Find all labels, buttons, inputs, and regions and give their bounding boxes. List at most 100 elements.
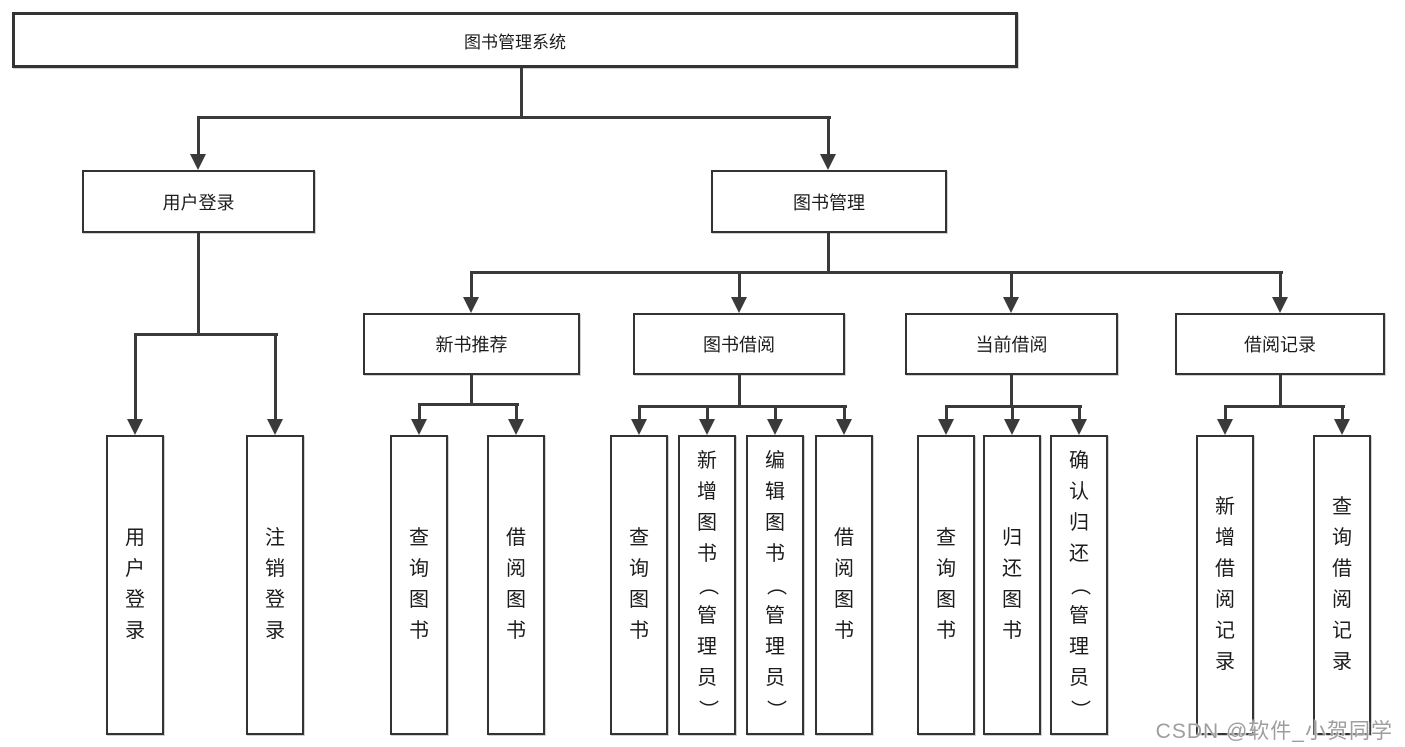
vertical-label-char: 书 — [409, 620, 429, 642]
vertical-label-char: 理 — [1069, 635, 1089, 658]
vertical-label-char: 查 — [936, 527, 956, 549]
vertical-label-char: 员 — [1069, 666, 1089, 689]
connector-book-borrow-hline — [638, 405, 847, 408]
connector-leaf-drop — [274, 335, 277, 421]
vertical-label-char: 阅 — [1215, 589, 1235, 611]
vertical-label-char: 询 — [936, 558, 956, 580]
vertical-label-char: 录 — [1215, 651, 1235, 673]
leaf-add-borrow-record: 新增借阅记录 — [1196, 435, 1254, 735]
arrow-down-icon — [411, 419, 427, 435]
vertical-label-char: 借 — [506, 527, 526, 549]
vertical-label-char: 记 — [1332, 620, 1352, 642]
node-book-borrow-label: 图书借阅 — [703, 335, 775, 355]
vertical-label-char: 确 — [1069, 449, 1089, 472]
vertical-label-char: 图 — [697, 511, 717, 534]
vertical-label-char: 书 — [506, 620, 526, 642]
vertical-label-char: 借 — [834, 527, 854, 549]
arrow-down-icon — [631, 419, 647, 435]
node-book-mgmt-label: 图书管理 — [793, 192, 865, 213]
vertical-label-char: 图 — [765, 511, 785, 534]
vertical-label-char: 登 — [125, 589, 145, 611]
vertical-label-char: 书 — [936, 620, 956, 642]
vertical-label-char: 辑 — [765, 480, 785, 503]
leaf-query-books: 查询图书 — [610, 435, 668, 735]
leaf-borrow-books: 借阅图书 — [815, 435, 873, 735]
node-root-system-label: 图书管理系统 — [464, 32, 566, 52]
connector-new-book-rec-hline — [418, 403, 519, 406]
vertical-label-char: 书 — [629, 620, 649, 642]
connector-leaf-drop — [638, 407, 641, 421]
vertical-label-char: （ — [696, 575, 719, 595]
vertical-label-char: 记 — [1215, 620, 1235, 642]
connector-section-drop — [1279, 273, 1282, 299]
node-root-system: 图书管理系统 — [12, 12, 1018, 68]
connector-leaf-drop — [1011, 407, 1014, 421]
arrow-down-icon — [508, 419, 524, 435]
arrow-down-icon — [1071, 419, 1087, 435]
leaf-borrow-books: 借阅图书 — [487, 435, 545, 735]
arrow-down-icon — [767, 419, 783, 435]
node-user-login-label: 用户登录 — [162, 192, 235, 213]
vertical-label-char: 借 — [1215, 558, 1235, 580]
vertical-label-char: 录 — [1332, 651, 1352, 673]
connector-user-login-stem — [197, 233, 200, 335]
vertical-label-char: 书 — [765, 542, 785, 565]
vertical-label-char: 图 — [629, 589, 649, 611]
vertical-label-char: 查 — [1332, 496, 1352, 518]
vertical-label-char: 图 — [409, 589, 429, 611]
vertical-label-char: 增 — [1215, 527, 1235, 549]
connector-borrow-records-hline — [1224, 405, 1345, 408]
arrow-down-icon — [267, 419, 283, 435]
connector-leaf-drop — [1078, 407, 1081, 421]
connector-book-borrow-stem — [738, 375, 741, 408]
arrow-down-icon — [190, 154, 206, 170]
node-current-borrow: 当前借阅 — [905, 313, 1118, 375]
connector-book-mgmt-drop — [827, 116, 830, 156]
vertical-label-char: 图 — [834, 589, 854, 611]
connector-borrow-records-stem — [1279, 375, 1282, 408]
connector-leaf-drop — [774, 407, 777, 421]
arrow-down-icon — [836, 419, 852, 435]
connector-root-hline — [197, 116, 831, 119]
connector-book-mgmt-stem — [827, 233, 830, 274]
vertical-label-char: 书 — [697, 542, 717, 565]
vertical-label-char: 图 — [1002, 589, 1022, 611]
vertical-label-char: 编 — [765, 449, 785, 472]
vertical-label-char: ） — [1068, 699, 1091, 719]
vertical-label-char: 理 — [697, 635, 717, 658]
vertical-label-char: 询 — [1332, 527, 1352, 549]
vertical-label-char: 归 — [1069, 511, 1089, 534]
arrow-down-icon — [699, 419, 715, 435]
vertical-label-char: 阅 — [834, 558, 854, 580]
vertical-label-char: 员 — [765, 666, 785, 689]
node-book-borrow: 图书借阅 — [633, 313, 845, 375]
vertical-label-char: 增 — [697, 480, 717, 503]
vertical-label-char: 还 — [1002, 558, 1022, 580]
connector-new-book-rec-stem — [470, 375, 473, 406]
vertical-label-char: 销 — [265, 558, 285, 580]
node-borrow-records: 借阅记录 — [1175, 313, 1385, 375]
node-current-borrow-label: 当前借阅 — [975, 335, 1048, 355]
leaf-query-books: 查询图书 — [917, 435, 975, 735]
arrow-down-icon — [731, 297, 747, 313]
vertical-label-char: 还 — [1069, 542, 1089, 565]
vertical-label-char: ） — [764, 699, 787, 719]
leaf-return-book: 归还图书 — [983, 435, 1041, 735]
vertical-label-char: 图 — [936, 589, 956, 611]
vertical-label-char: 书 — [834, 620, 854, 642]
connector-current-borrow-hline — [945, 405, 1082, 408]
vertical-label-char: 阅 — [1332, 589, 1352, 611]
vertical-label-char: 书 — [1002, 620, 1022, 642]
vertical-label-char: 图 — [506, 589, 526, 611]
node-borrow-records-label: 借阅记录 — [1244, 335, 1316, 355]
connector-leaf-drop — [418, 405, 421, 421]
node-book-mgmt: 图书管理 — [711, 170, 947, 233]
leaf-query-borrow-record: 查询借阅记录 — [1313, 435, 1371, 735]
arrow-down-icon — [1272, 297, 1288, 313]
connector-leaf-drop — [706, 407, 709, 421]
vertical-label-char: 询 — [629, 558, 649, 580]
vertical-label-char: （ — [764, 575, 787, 595]
vertical-label-char: 阅 — [506, 558, 526, 580]
arrow-down-icon — [127, 419, 143, 435]
